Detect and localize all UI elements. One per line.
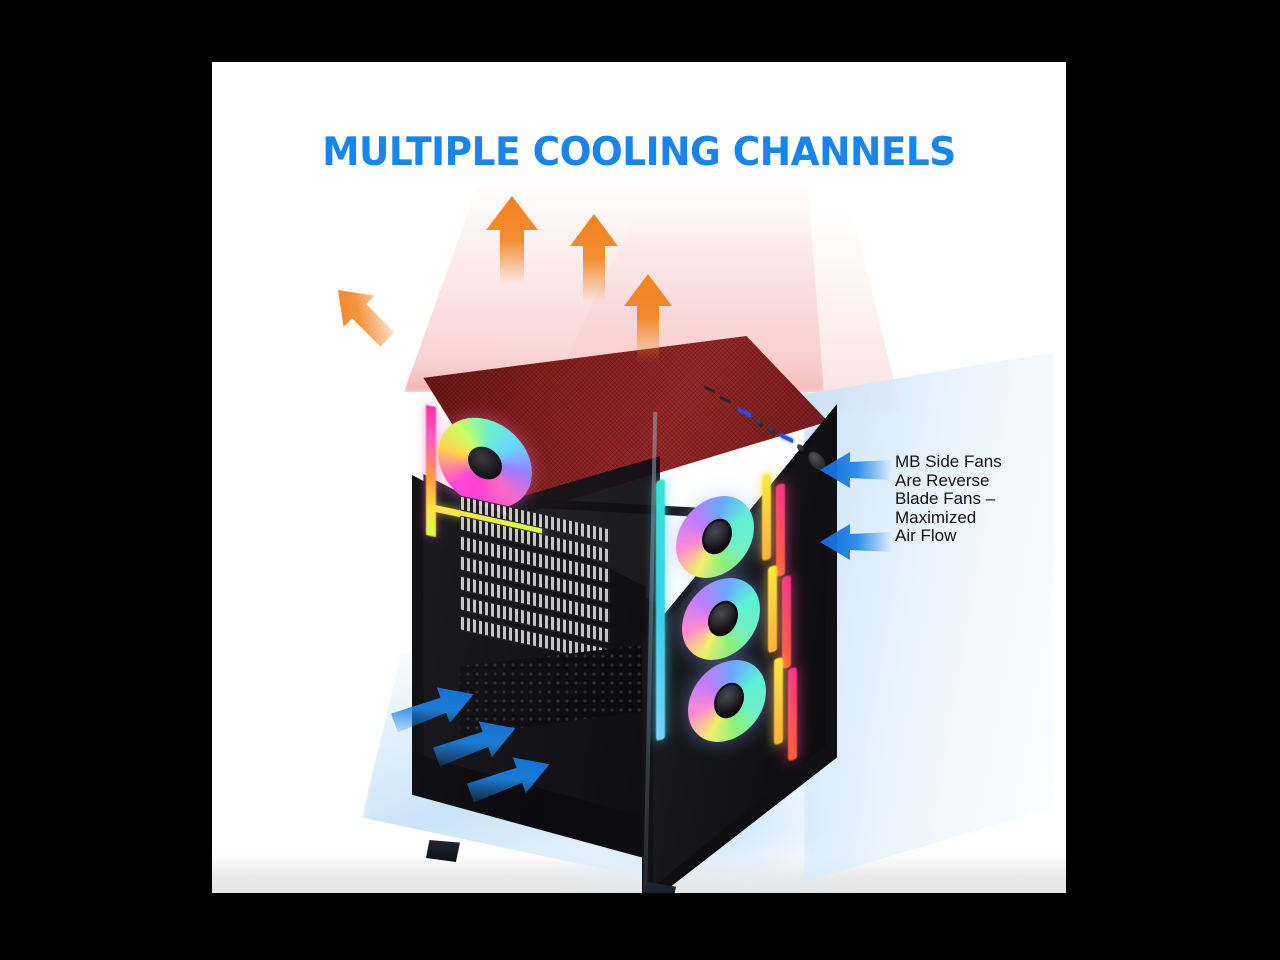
bottom-intake-arrow-3 (467, 757, 550, 803)
bottom-intake-arrow-2 (433, 721, 516, 767)
usb-port-icon[interactable] (737, 407, 752, 418)
top-exhaust-arrow-2 (570, 214, 618, 302)
top-exhaust-arrow-3 (624, 274, 672, 362)
side-rgb-strip-pink (776, 482, 785, 578)
side-rgb-strip-pink (788, 666, 797, 762)
io-slot-icon (719, 395, 731, 404)
io-slot-icon (703, 385, 715, 394)
top-exhaust-arrow-1 (486, 196, 538, 284)
side-rgb-strip-pink (782, 574, 791, 670)
case-foot (642, 882, 676, 893)
pc-case-illustration (410, 284, 837, 893)
audio-jack-icon[interactable] (768, 425, 776, 436)
case-foot (426, 840, 460, 862)
side-rgb-strip-yellow (774, 656, 783, 746)
side-rgb-strip-cyan (656, 478, 665, 742)
product-image-panel: MULTIPLE COOLING CHANNELS (212, 62, 1066, 893)
side-rgb-strip-yellow (768, 564, 777, 654)
top-exhaust-arrow-left (337, 289, 395, 347)
side-intake-arrow-1 (820, 452, 892, 488)
side-rgb-strip-yellow (762, 472, 771, 562)
page-title: MULTIPLE COOLING CHANNELS (322, 130, 956, 175)
side-intake-arrow-2 (820, 524, 892, 560)
bottom-intake-arrow-1 (391, 687, 474, 733)
audio-jack-icon[interactable] (797, 442, 805, 454)
usb-port-icon[interactable] (780, 432, 794, 444)
side-fans-annotation: MB Side Fans Are Reverse Blade Fans – Ma… (895, 452, 1002, 546)
audio-jack-icon[interactable] (755, 417, 764, 428)
